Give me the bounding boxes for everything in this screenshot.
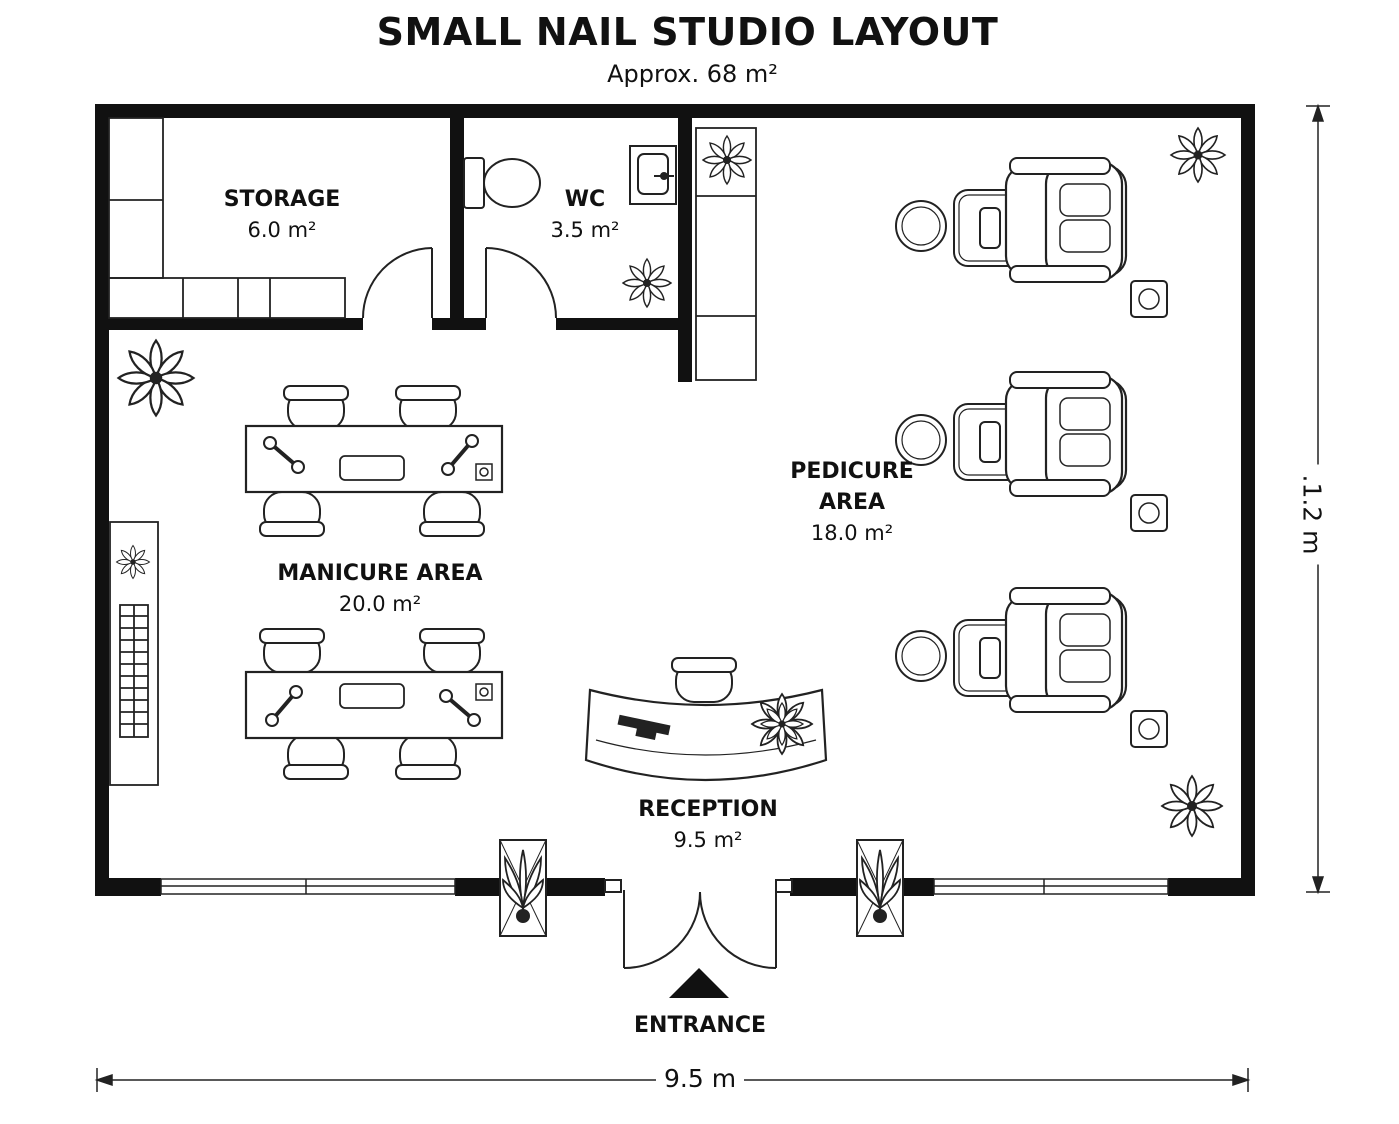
manicure-table-1 [244,385,504,537]
pedicure-station-2 [894,370,1169,533]
wc-area: 3.5 m² [550,218,620,242]
pedicure-name-line2: AREA [818,490,886,515]
reception-desk [584,657,828,782]
pedicure-area: 18.0 m² [810,521,894,545]
reception-cabinet [695,127,757,381]
wc-label: WC 3.5 m² [540,184,630,246]
storage-label: STORAGE 6.0 m² [212,184,352,246]
interior-walls [95,104,692,382]
pedicure-station-1 [894,156,1169,319]
reception-name: RECEPTION [638,797,778,822]
entrance-arrow [669,968,729,998]
entrance-label: ENTRANCE [620,1010,780,1041]
entrance-doors [604,879,793,969]
manicure-label: MANICURE AREA 20.0 m² [270,558,490,620]
pedicure-label: PEDICURE AREA 18.0 m² [772,456,932,549]
wc-name: WC [564,187,606,212]
reception-area: 9.5 m² [673,828,743,852]
windows [160,878,1169,895]
page-title: SMALL NAIL STUDIO LAYOUT [376,10,999,54]
manicure-name: MANICURE AREA [277,561,483,586]
pedicure-station-3 [894,586,1169,749]
storage-shelving [108,117,346,319]
outer-walls [95,104,1255,896]
page-subtitle: Approx. 68 m² [607,60,778,88]
reception-label: RECEPTION 9.5 m² [628,794,788,856]
entrance-name: ENTRANCE [634,1013,766,1038]
width-dimension-text: 9.5 m [656,1064,745,1093]
manicure-table-2 [244,628,504,780]
manicure-area: 20.0 m² [338,592,422,616]
wc-fixtures [463,145,677,209]
storage-name: STORAGE [223,187,341,212]
storage-area: 6.0 m² [247,218,317,242]
height-dimension-text: .1.2 m [1297,464,1327,565]
doors [362,247,557,319]
pedicure-name-line1: PEDICURE [790,459,914,484]
